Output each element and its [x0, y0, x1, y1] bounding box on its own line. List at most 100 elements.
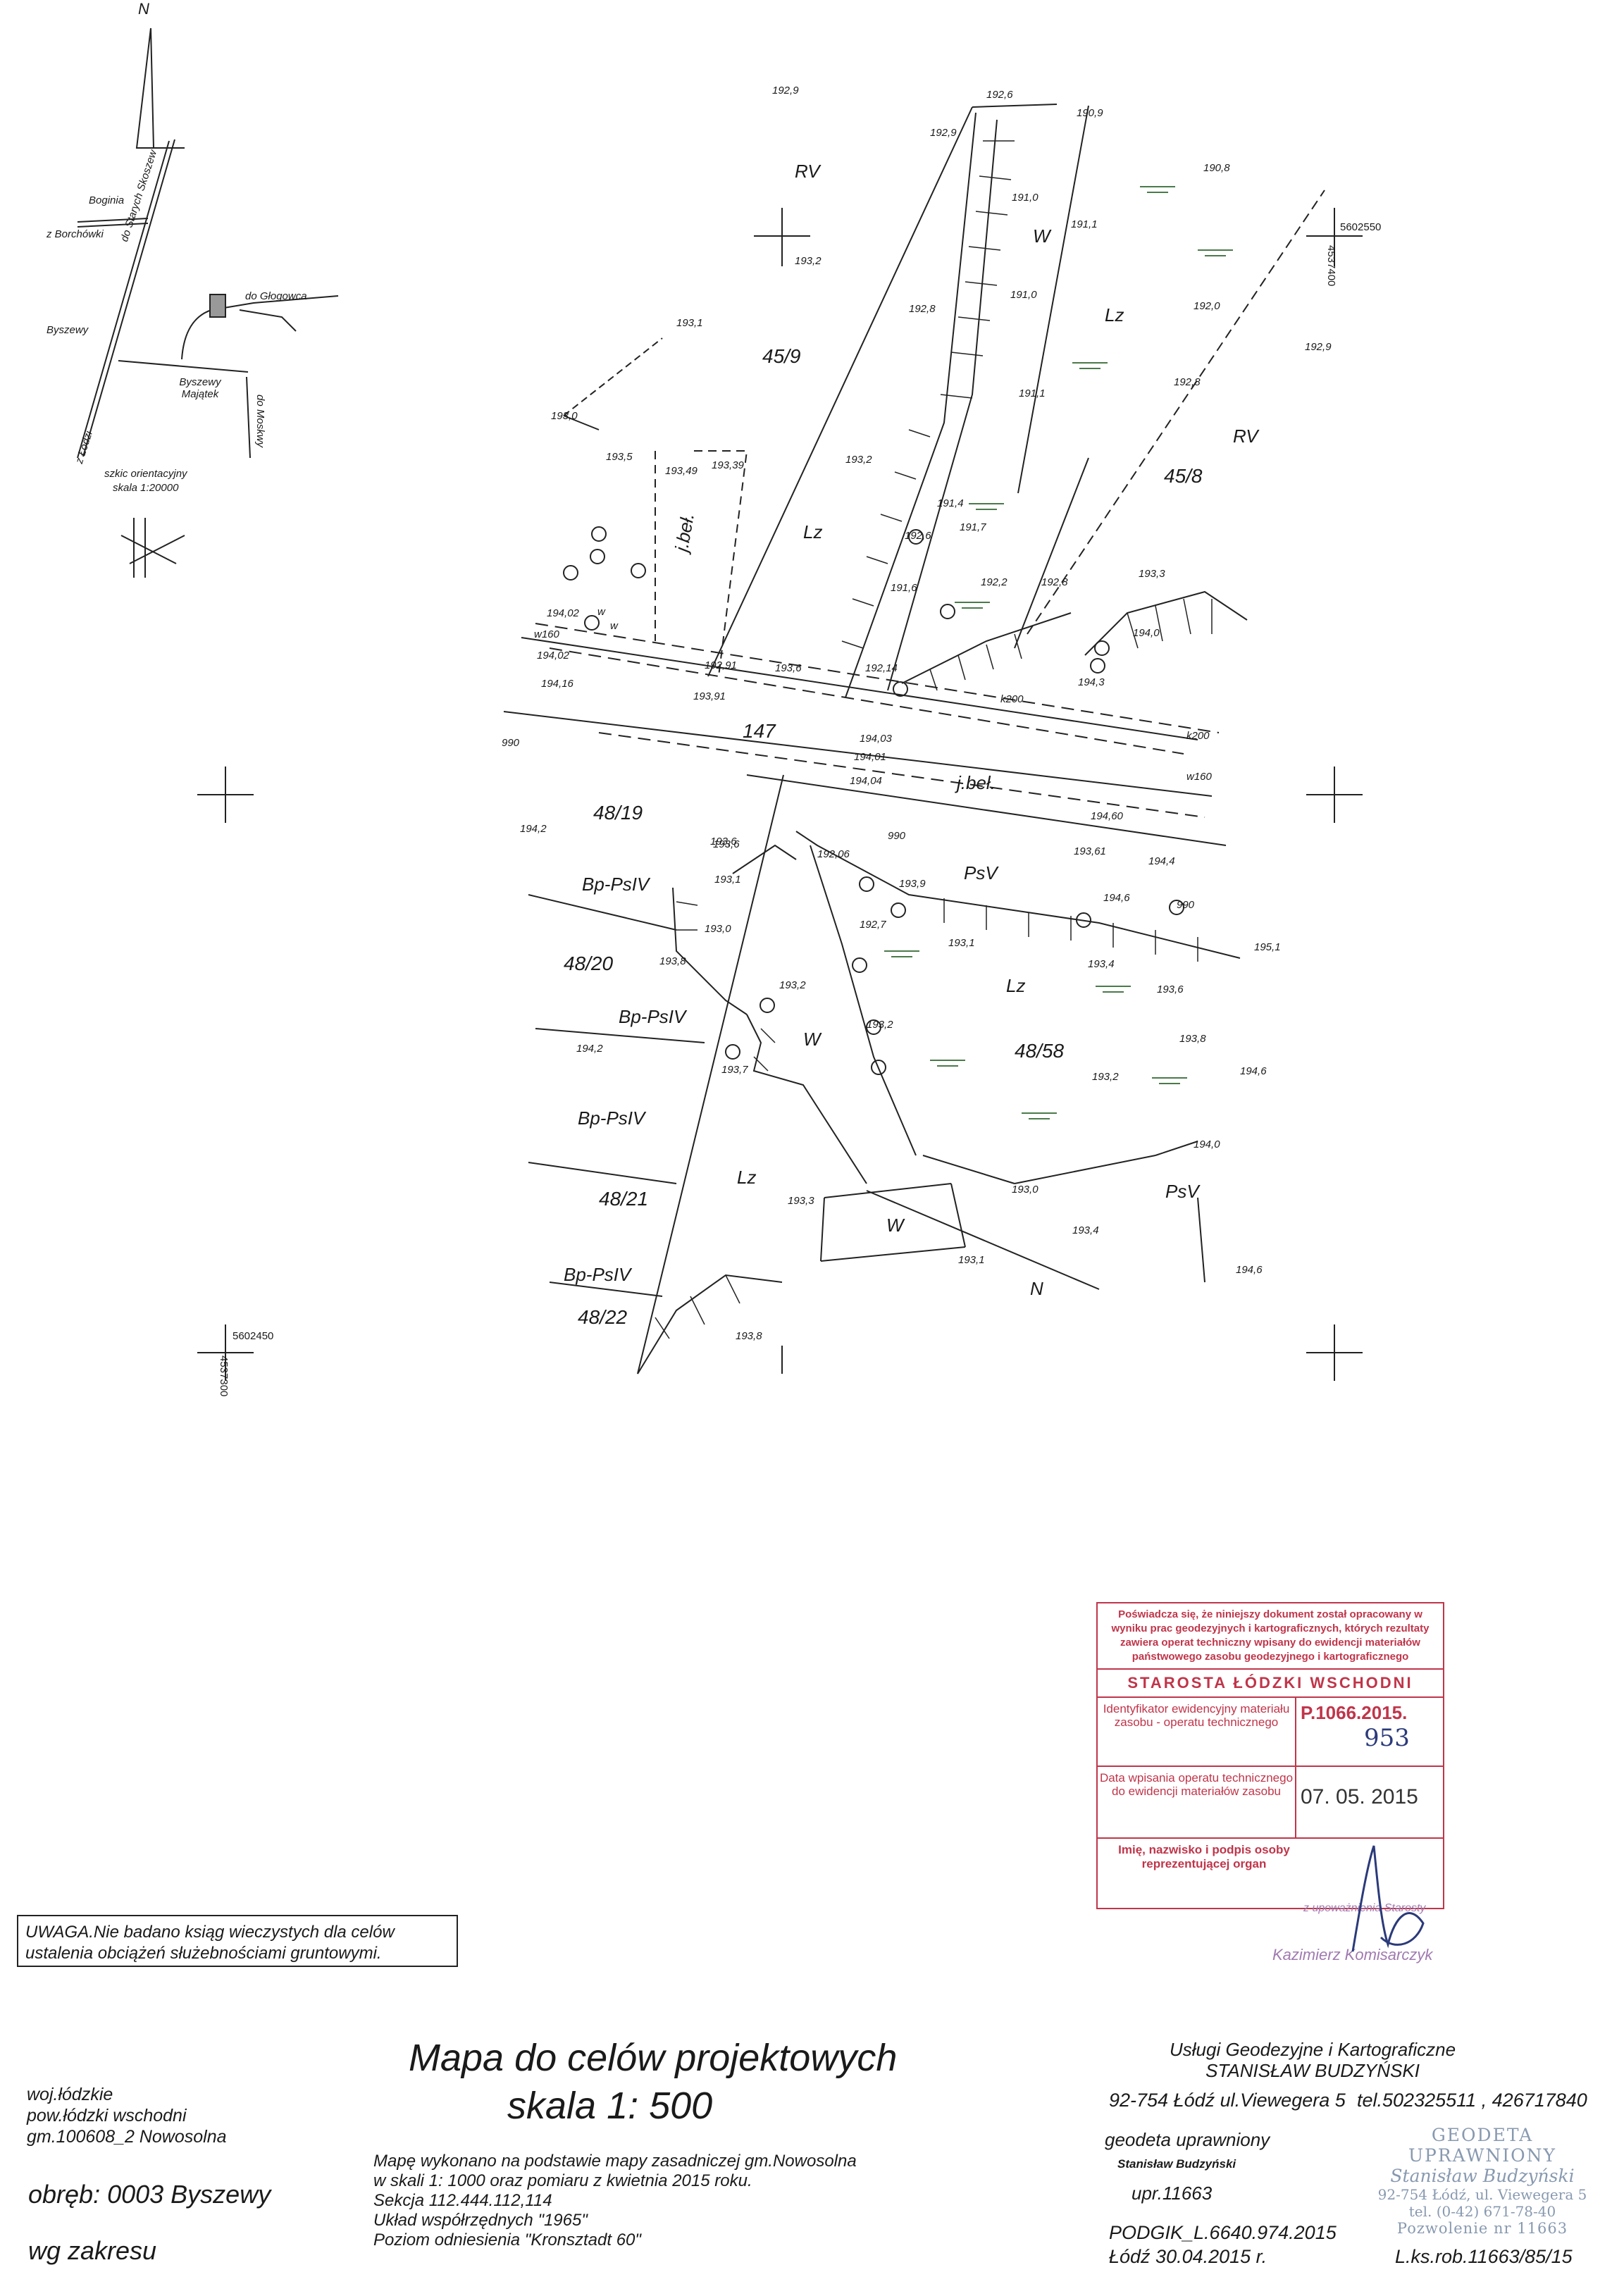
- sketch-caption-1: szkic orientacyjny: [104, 468, 187, 480]
- spot-height: 193,8: [736, 1330, 762, 1342]
- use-w-2: W: [803, 1029, 821, 1050]
- use-w-3: W: [886, 1215, 904, 1236]
- spot-height: 193,7: [721, 1064, 748, 1076]
- spot-height: 194,3: [1078, 676, 1105, 688]
- spot-height: 194,2: [520, 823, 547, 835]
- stamp-id-hand: 953: [1364, 1724, 1410, 1752]
- parcel-48-20: 48/20: [564, 952, 614, 974]
- sketch-caption-2: skala 1:20000: [113, 482, 179, 494]
- surveyor-stamp-addr: 92-754 Łódź, ul. Viewegera 5: [1377, 2186, 1587, 2203]
- spot-height: 193,2: [845, 454, 872, 466]
- spot-height: 191,1: [1071, 218, 1098, 230]
- parcel-48-21: 48/21: [599, 1188, 649, 1210]
- spot-height: 194,6: [1236, 1264, 1263, 1276]
- stamp-date-value: 07. 05. 2015: [1301, 1785, 1418, 1808]
- note-k200-1: k200: [1000, 693, 1024, 705]
- spot-height: 193,6: [710, 836, 737, 848]
- surveyor-stamp: GEODETA UPRAWNIONY Stanisław Budzyński 9…: [1356, 2125, 1609, 2237]
- map-title: Mapa do celów projektowych: [409, 2037, 898, 2079]
- spot-height: 193,3: [1139, 568, 1165, 580]
- company-block: Usługi Geodezyjne i Kartograficzne STANI…: [1170, 2039, 1456, 2081]
- spot-height: 192,6: [905, 530, 931, 542]
- note-990-2: 990: [888, 830, 906, 842]
- note-990-3: 990: [1177, 899, 1195, 911]
- spot-height: 194,60: [1091, 810, 1123, 822]
- company-address: 92-754 Łódź ul.Viewegera 5: [1109, 2090, 1346, 2111]
- desc-line-4: Układ współrzędnych "1965": [373, 2211, 588, 2230]
- note-line-2: ustalenia obciążeń służebnościami grunto…: [25, 1944, 382, 1963]
- spot-height: 191,7: [960, 521, 986, 533]
- use-bp-3: Bp-PsIV: [578, 1107, 645, 1129]
- note-line-1: UWAGA.Nie badano ksiąg wieczystych dla c…: [25, 1923, 395, 1942]
- spot-height: 191,1: [1019, 387, 1046, 399]
- spot-height: 192,9: [930, 127, 957, 139]
- company-line-2: STANISŁAW BUDZYŃSKI: [1205, 2060, 1420, 2081]
- note-w-2: w: [610, 620, 618, 632]
- place-glogowiec: do Głogowca: [245, 290, 307, 302]
- place-borchowki: z Borchówki: [46, 228, 104, 240]
- spot-height: 193,9: [899, 878, 926, 890]
- spot-height: 191,6: [891, 582, 917, 594]
- parcel-48-19: 48/19: [593, 802, 643, 824]
- district: obręb: 0003 Byszewy: [28, 2180, 271, 2209]
- spot-height: 194,03: [860, 733, 892, 745]
- spot-height: 193,2: [1092, 1071, 1119, 1083]
- parcel-48-22: 48/22: [578, 1306, 628, 1328]
- spot-height: 194,4: [1148, 855, 1175, 867]
- spot-height: 193,91: [693, 690, 726, 702]
- note-jbet-2: j.beł.: [957, 772, 996, 793]
- spot-height: 195,1: [1254, 941, 1281, 953]
- stamp-header: Poświadcza się, że niniejszy dokument zo…: [1098, 1603, 1443, 1670]
- spot-height: 192,7: [860, 919, 886, 931]
- spot-height: 194,01: [854, 751, 886, 763]
- surveyor-name: Stanisław Budzyński: [1117, 2157, 1236, 2171]
- spot-height: 193,1: [676, 317, 703, 329]
- spot-height: 193,2: [867, 1019, 893, 1031]
- use-w-1: W: [1033, 225, 1050, 247]
- spot-height: 193,6: [775, 662, 802, 674]
- spot-height: 193,8: [1179, 1033, 1206, 1045]
- admin-voivodeship: woj.łódzkie: [27, 2085, 113, 2104]
- spot-height: 193,4: [1088, 958, 1115, 970]
- spot-height: 192,8: [1041, 576, 1068, 588]
- spot-height: 193,2: [779, 979, 806, 991]
- spot-height: 193,1: [948, 937, 975, 949]
- use-lz-1: Lz: [1105, 304, 1124, 325]
- spot-height: 193,6: [713, 838, 740, 850]
- spot-height: 191,4: [937, 497, 964, 509]
- use-rv-1: RV: [795, 161, 820, 182]
- spot-height: 193,49: [665, 465, 698, 477]
- note-w160-2: w160: [1186, 771, 1212, 783]
- spot-height: 193,6: [1157, 983, 1184, 995]
- use-lz-4: Lz: [737, 1167, 757, 1188]
- place-boginia: Boginia: [89, 194, 125, 206]
- note-box: UWAGA.Nie badano ksiąg wieczystych dla c…: [17, 1915, 458, 1967]
- admin-block: woj.łódzkie pow.łódzki wschodni gm.10060…: [27, 2084, 227, 2147]
- admin-commune: gm.100608_2 Nowosolna: [27, 2127, 227, 2147]
- spot-height: 193,61: [1074, 845, 1106, 857]
- spot-height: 193,39: [712, 459, 744, 471]
- parcel-45-8: 45/8: [1164, 465, 1203, 487]
- company-phone: tel.502325511 , 426717840: [1357, 2090, 1587, 2111]
- use-psv-2: PsV: [1165, 1181, 1199, 1202]
- spot-height: 193,0: [551, 410, 578, 422]
- surveyor-stamp-name: Stanisław Budzyński: [1390, 2166, 1575, 2186]
- spot-height: 193,1: [714, 874, 741, 886]
- parcel-147: 147: [743, 720, 776, 742]
- note-990-1: 990: [502, 737, 520, 749]
- grid-y-bottom: 4537300: [218, 1355, 230, 1397]
- spot-height: 192,8: [1174, 376, 1201, 388]
- spot-height: 192,0: [1194, 300, 1220, 312]
- work-register: L.ks.rob.11663/85/15: [1395, 2246, 1573, 2267]
- use-lz-3: Lz: [1006, 975, 1026, 996]
- grid-x-bottom: 5602450: [232, 1330, 274, 1342]
- auth-stamp-text: z upoważnienia Starosty: [1303, 1902, 1426, 1914]
- map-description: Mapę wykonano na podstawie mapy zasadnic…: [373, 2152, 857, 2250]
- desc-line-3: Sekcja 112.444.112,114: [373, 2191, 552, 2210]
- spot-height: 193,5: [606, 451, 633, 463]
- use-rv-2: RV: [1233, 426, 1258, 447]
- spot-height: 193,3: [788, 1195, 814, 1207]
- spot-height: 191,0: [1010, 289, 1037, 301]
- stamp-id-value: P.1066.2015.: [1301, 1702, 1408, 1723]
